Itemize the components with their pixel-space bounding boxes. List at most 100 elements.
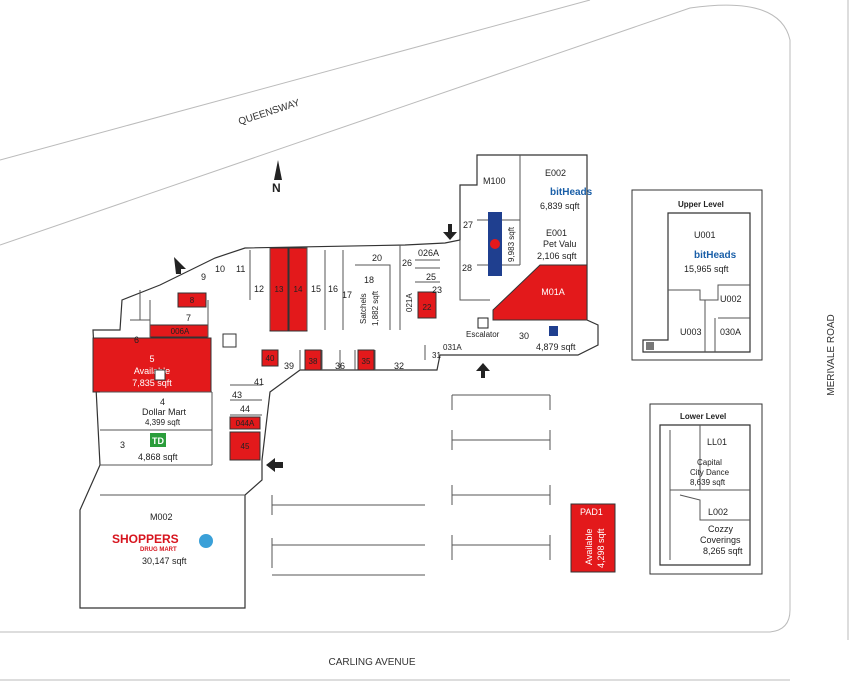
- unit-39-label: 39: [284, 361, 294, 371]
- unit-5-available[interactable]: [92, 337, 212, 393]
- unit-35[interactable]: [357, 349, 375, 371]
- unit-m100-size: 9,983 sqft: [507, 226, 516, 262]
- bank-logo: [549, 326, 558, 336]
- unit-18-label: 18: [364, 275, 374, 285]
- unit-u002-label: U002: [720, 294, 742, 304]
- unit-30-size: 4,879 sqft: [536, 342, 576, 352]
- unit-8[interactable]: [177, 292, 207, 308]
- td-logo: [150, 433, 166, 447]
- pad1-available[interactable]: [570, 503, 616, 573]
- unit-m002-size: 30,147 sqft: [142, 556, 187, 566]
- unit-e002-label: E002: [545, 168, 566, 178]
- merivale-road-label: MERIVALE ROAD: [826, 314, 837, 396]
- mall-outline: [79, 154, 599, 609]
- unit-006a-label: 006A: [171, 327, 190, 336]
- unit-026-label: 26: [402, 258, 412, 268]
- unit-41-label: 41: [254, 377, 264, 387]
- unit-14-label: 14: [294, 285, 303, 294]
- lower-level-title: Lower Level: [680, 412, 726, 421]
- unit-22-label: 22: [423, 303, 432, 312]
- unit-m01a-label: M01A: [541, 287, 565, 297]
- carling-avenue-label: CARLING AVENUE: [328, 657, 415, 668]
- upper-level-title: Upper Level: [678, 200, 724, 209]
- unit-43-label: 43: [232, 390, 242, 400]
- unit-30-label: 30: [519, 331, 529, 341]
- unit-18-size: 1,882 sqft: [371, 290, 380, 326]
- unit-38[interactable]: [304, 349, 322, 371]
- upper-level-floor: [642, 212, 751, 353]
- unit-m100-label: M100: [483, 176, 506, 186]
- unit-44-label: 44: [240, 404, 250, 414]
- unit-40[interactable]: [261, 349, 279, 367]
- unit-l002-size: 8,265 sqft: [703, 546, 743, 556]
- unit-021a-label: 021A: [405, 293, 414, 312]
- unit-6-label: 6: [134, 335, 139, 345]
- td-logo-text: TD: [152, 436, 164, 446]
- interior-walls: [100, 155, 521, 496]
- unit-044a-label: 044A: [236, 419, 255, 428]
- unit-13-label: 13: [275, 285, 284, 294]
- unit-15-label: 15: [311, 284, 321, 294]
- unit-22[interactable]: [417, 291, 437, 319]
- unit-5-status: Available: [134, 366, 170, 376]
- canada-post-emblem-icon: [490, 239, 500, 249]
- service-box-1: [222, 333, 237, 348]
- unit-3-label: 3: [120, 440, 125, 450]
- bitheads-logo-u001: bitHeads: [694, 250, 737, 261]
- unit-40-label: 40: [266, 354, 275, 363]
- unit-45[interactable]: [229, 431, 261, 461]
- bitheads-logo-e002: bitHeads: [550, 187, 593, 198]
- unit-ll01-tenant-2: City Dance: [690, 468, 730, 477]
- shoppers-logo: SHOPPERS: [112, 532, 179, 546]
- escalator-label: Escalator: [466, 330, 500, 339]
- unit-030a-label: 030A: [720, 327, 741, 337]
- unit-11-label: 11: [236, 264, 245, 274]
- unit-ll01-tenant-1: Capital: [697, 458, 722, 467]
- unit-17-label: 17: [342, 290, 352, 300]
- entrance-arrow-icon-4: [266, 458, 283, 472]
- unit-l002-label: L002: [708, 507, 728, 517]
- unit-e001-label: E001: [546, 228, 567, 238]
- unit-044a[interactable]: [229, 416, 261, 430]
- unit-20-label: 20: [372, 253, 382, 263]
- lower-level-floor: [659, 424, 751, 566]
- upper-level-stairs-icon: [646, 342, 654, 350]
- unit-m002-label: M002: [150, 512, 173, 522]
- unit-l002-tenant-1: Cozzy: [708, 524, 734, 534]
- unit-e002-size: 6,839 sqft: [540, 201, 580, 211]
- shoppers-logo-sub: DRUG MART: [140, 547, 177, 553]
- unit-026a-label: 026A: [418, 248, 439, 258]
- unit-25-label: 25: [426, 272, 436, 282]
- unit-4-size: 4,399 sqft: [145, 418, 181, 427]
- unit-16-label: 16: [328, 284, 338, 294]
- entrance-arrow-icon: [174, 257, 186, 274]
- unit-u003-label: U003: [680, 327, 702, 337]
- unit-4-tenant: Dollar Mart: [142, 407, 187, 417]
- upper-level-walls: [668, 284, 750, 352]
- unit-36-label: 36: [335, 361, 345, 371]
- service-box-2: [154, 369, 166, 381]
- unit-ll01-label: LL01: [707, 437, 727, 447]
- unit-m01a[interactable]: [492, 264, 588, 321]
- pad1-status: Available: [584, 529, 594, 565]
- lower-level-inset: [649, 403, 763, 575]
- unit-18-tenant: Satchels: [359, 293, 368, 324]
- north-label: N: [272, 181, 281, 195]
- unit-45-label: 45: [241, 442, 250, 451]
- unit-9-label: 9: [201, 272, 206, 282]
- unit-u001-size: 15,965 sqft: [684, 264, 729, 274]
- unit-7-label: 7: [186, 313, 191, 323]
- pad1-size: 4,298 sqft: [596, 528, 606, 568]
- unit-8-label: 8: [190, 296, 195, 305]
- entrance-arrow-icon-2: [443, 224, 457, 240]
- unit-031a-label: 031A: [443, 343, 462, 352]
- unit-10-label: 10: [215, 264, 225, 274]
- unit-3-size: 4,868 sqft: [138, 452, 178, 462]
- unit-12-label: 12: [254, 284, 264, 294]
- shoppers-emblem-icon: [199, 534, 213, 548]
- unit-ll01-size: 8,639 sqft: [690, 478, 726, 487]
- north-arrow-icon: N: [272, 160, 282, 195]
- unit-e001-size: 2,106 sqft: [537, 251, 577, 261]
- property-boundary: [0, 0, 791, 633]
